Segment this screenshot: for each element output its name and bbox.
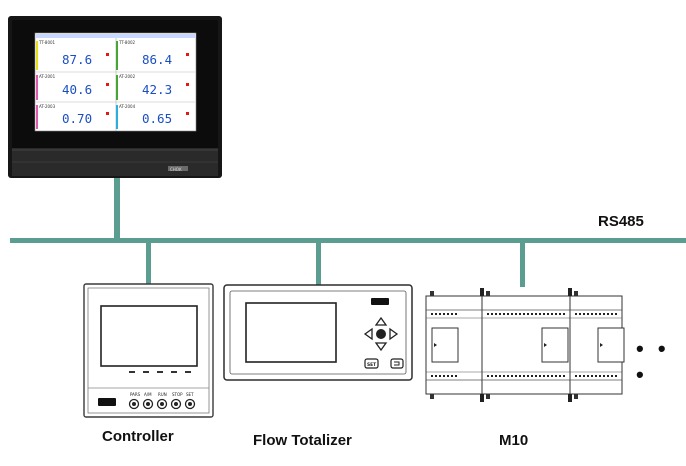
reading-value: 0.70 <box>62 111 92 126</box>
reading-accent-bar <box>36 75 38 100</box>
paperless-recorder: CHOK TT-800187.6TT-800286.4AT-200140.6AT… <box>8 16 222 178</box>
reading-value: 42.3 <box>142 82 172 97</box>
reading-label: AT-2003 <box>39 104 56 109</box>
controller-usb-port <box>98 398 116 406</box>
recorder-reading: AT-2003 0.70 <box>36 104 109 129</box>
recorder-reading: AT-2004 0.65 <box>116 104 189 129</box>
flow-totalizer-set-label: SET <box>367 362 376 368</box>
recorder-reading: AT-2002 42.3 <box>116 74 189 100</box>
reading-value: 87.6 <box>62 52 92 67</box>
controller-label: Controller <box>102 428 174 445</box>
m10-drop-line <box>520 241 525 287</box>
controller-button[interactable]: RUN <box>156 392 168 410</box>
reading-label: AT-2001 <box>39 74 56 79</box>
reading-label: AT-2002 <box>119 74 136 79</box>
controller-button[interactable]: STOP <box>170 392 184 410</box>
controller-indicator-leds <box>129 371 191 373</box>
alarm-indicator <box>106 53 109 56</box>
controller-screen <box>100 305 198 367</box>
controller-button-label: STOP <box>172 392 183 397</box>
reading-accent-bar <box>116 41 118 70</box>
reading-label: TT-8001 <box>38 40 56 45</box>
alarm-indicator <box>186 83 189 86</box>
recorder-reading: TT-8002 86.4 <box>116 40 189 70</box>
flow-totalizer-dpad <box>363 316 399 352</box>
controller-button-label: A/M <box>144 392 152 397</box>
reading-accent-bar <box>116 105 118 129</box>
alarm-indicator <box>186 53 189 56</box>
alarm-indicator <box>106 112 109 115</box>
reading-value: 86.4 <box>142 52 172 67</box>
controller-button[interactable]: SET <box>184 392 196 410</box>
m10-module <box>569 291 625 399</box>
controller-button-label: SET <box>186 392 194 397</box>
m10-module <box>481 291 571 399</box>
controller-button-label: RUN <box>158 392 167 397</box>
m10-module-rack <box>425 288 625 402</box>
flow-totalizer-label: Flow Totalizer <box>253 432 352 449</box>
rs485-bus <box>10 178 686 287</box>
flow-totalizer-drop-line <box>316 241 321 285</box>
recorder-drop-line <box>114 178 120 240</box>
reading-label: AT-2004 <box>119 104 136 109</box>
controller-button-label: PARS <box>130 392 141 397</box>
recorder-brand: CHOK <box>170 167 182 172</box>
flow-totalizer-screen <box>245 302 337 363</box>
flow-totalizer-status-window <box>371 298 389 305</box>
rs485-label: RS485 <box>598 213 644 230</box>
m10-label: M10 <box>499 432 529 449</box>
reading-accent-bar <box>36 41 38 70</box>
rail-clip <box>568 288 572 296</box>
reading-accent-bar <box>36 105 38 129</box>
flow-totalizer-device: SET <box>223 284 413 381</box>
controller-drop-line <box>146 241 151 285</box>
rail-clip <box>480 394 484 402</box>
continuation-dots: • • • <box>636 336 670 387</box>
reading-accent-bar <box>116 75 118 100</box>
flow-totalizer-enter-button[interactable] <box>390 358 404 369</box>
m10-module <box>425 291 483 399</box>
rail-clip <box>480 288 484 296</box>
rail-clip <box>568 394 572 402</box>
flow-totalizer-set-button[interactable] <box>364 358 379 369</box>
controller-button[interactable]: PARS <box>128 392 141 410</box>
alarm-indicator <box>186 112 189 115</box>
reading-value: 0.65 <box>142 111 172 126</box>
bus-line <box>10 238 686 243</box>
recorder-reading: AT-2001 40.6 <box>36 74 109 100</box>
recorder-reading: TT-8001 87.6 <box>36 40 109 70</box>
recorder-screen: TT-8001 87.6 TT-8002 86.4AT-2001 40.6 AT-2002… <box>34 32 197 132</box>
controller-button[interactable]: A/M <box>142 392 154 410</box>
reading-value: 40.6 <box>62 82 92 97</box>
alarm-indicator <box>106 83 109 86</box>
reading-label: TT-8002 <box>118 40 136 45</box>
